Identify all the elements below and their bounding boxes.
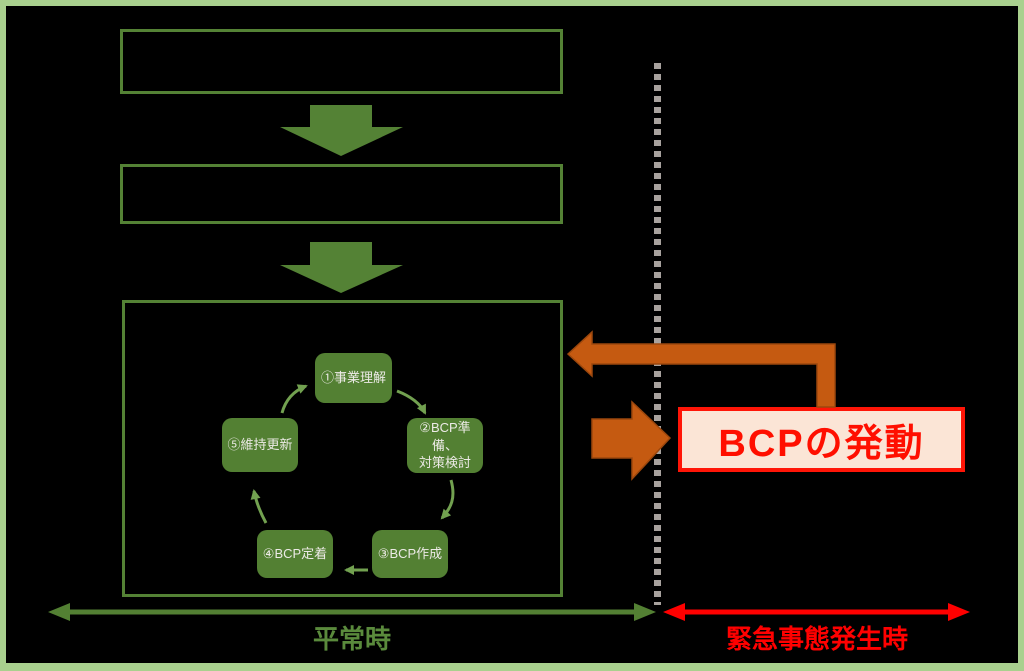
cycle-node-4-label: ④BCP定着 bbox=[262, 546, 328, 562]
cycle-node-4-bcp-establishment: ④BCP定着 bbox=[257, 530, 333, 578]
cycle-node-3-bcp-creation: ③BCP作成 bbox=[372, 530, 448, 578]
emergency-time-arrow-left-head-icon bbox=[663, 603, 685, 621]
cycle-node-5-label: ⑤維持更新 bbox=[227, 437, 293, 453]
activation-block-arrow-icon bbox=[591, 400, 672, 481]
flow-box-2 bbox=[120, 164, 563, 224]
cycle-node-1-business-understanding: ①事業理解 bbox=[315, 353, 392, 403]
bcp-activation-label: BCPの発動 bbox=[718, 423, 925, 465]
cycle-node-2-label-line1: ②BCP準備、 bbox=[419, 420, 471, 453]
emergency-time-arrow-right-head-icon bbox=[948, 603, 970, 621]
cycle-node-3-label: ③BCP作成 bbox=[377, 546, 443, 562]
down-arrow-2-icon bbox=[280, 242, 403, 293]
cycle-node-2-label-line2: 対策検討 bbox=[418, 455, 471, 471]
cycle-node-5-maintenance-update: ⑤維持更新 bbox=[222, 418, 298, 472]
emergency-time-label: 緊急事態発生時 bbox=[725, 624, 908, 654]
cycle-node-1-label: ①事業理解 bbox=[320, 370, 386, 386]
normal-time-arrow-left-head-icon bbox=[48, 603, 70, 621]
cycle-node-2-bcp-preparation: ②BCP準備、 対策検討 bbox=[407, 418, 483, 473]
normal-time-label: 平常時 bbox=[312, 624, 391, 654]
return-elbow-arrow-icon bbox=[566, 330, 836, 408]
bcp-cycle-container bbox=[122, 300, 563, 597]
normal-time-arrow-right-head-icon bbox=[634, 603, 656, 621]
flow-box-1 bbox=[120, 29, 563, 94]
bcp-activation-box: BCPの発動 bbox=[678, 407, 965, 472]
down-arrow-1-icon bbox=[280, 105, 403, 156]
